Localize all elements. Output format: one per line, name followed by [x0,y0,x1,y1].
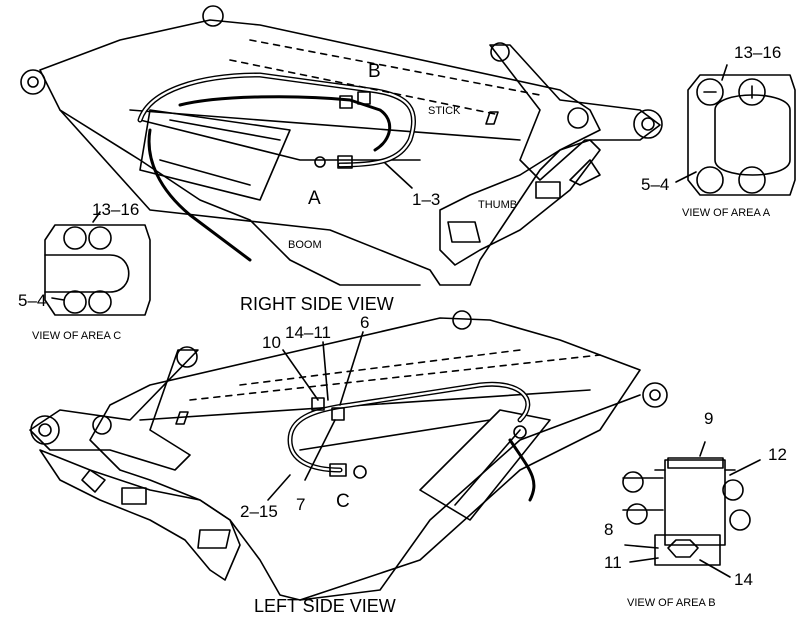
right-thumb-body [439,139,601,266]
left-boom-lower-edge [299,394,641,601]
area-c-flange [44,224,151,316]
left-boom-cylinder [419,409,551,521]
right-pin-tip [633,109,663,139]
right-pin-linkage [490,42,510,62]
right-side-view [20,5,663,286]
right-boom-lower-edge [59,109,421,286]
area-c-view [44,211,151,316]
callout-area-b-9: 9 [704,409,713,428]
callout-area-b-14: 14 [734,570,753,589]
left-pin-linkage [176,346,198,368]
part-label-boom: BOOM [288,239,322,251]
callout-area-c-5-4: 5–4 [18,291,46,310]
leader-left-2-15 [267,474,291,501]
leader-left-14-11 [322,341,329,401]
left-boom-outline [89,317,641,601]
callout-area-b-8: 8 [604,520,613,539]
area-b-nut [667,539,699,558]
right-pin-top [202,5,224,27]
callout-left-7: 7 [296,495,305,514]
caption-area-b: VIEW OF AREA B [627,597,716,609]
right-thumb-link [489,44,661,181]
leader-left-7 [304,419,336,481]
area-b-clamp [664,459,726,546]
callout-left-10: 10 [262,333,281,352]
right-boom-outline [39,19,601,286]
right-pin-left [20,69,46,95]
left-thumb-link [29,349,199,471]
callout-left-14-11: 14–11 [285,323,331,342]
leader-left-6 [339,331,364,406]
callout-right-1-3: 1–3 [412,190,440,209]
leader-right-1-3 [384,162,413,189]
callout-left-2-15: 2–15 [240,502,278,521]
area-letter-a: A [308,188,321,209]
area-letter-b: B [368,61,381,82]
callout-area-a-13-16: 13–16 [734,43,781,62]
callout-area-b-12: 12 [768,445,787,464]
left-thumb-body [39,449,241,581]
part-label-thumb: THUMB [478,199,517,211]
left-pin-top [452,310,472,330]
area-a-view [675,64,796,196]
area-b-view [622,441,761,578]
area-letter-c: C [336,491,350,512]
callout-area-b-11: 11 [604,553,622,572]
leader-left-10 [282,349,319,401]
callout-left-6: 6 [360,313,369,332]
right-boom-cylinder [139,109,291,201]
caption-area-a: VIEW OF AREA A [682,207,771,219]
left-pin-right [642,382,668,408]
part-label-stick: STICK [428,105,461,117]
caption-right-side-view: RIGHT SIDE VIEW [240,294,394,314]
caption-left-side-view: LEFT SIDE VIEW [254,596,396,616]
left-side-view [29,310,668,601]
caption-area-c: VIEW OF AREA C [32,330,121,342]
area-a-flange [687,74,796,196]
callout-area-c-13-16: 13–16 [92,200,139,219]
right-stick-line [129,109,521,161]
right-pin-thumb [567,107,589,129]
callout-area-a-5-4: 5–4 [641,175,669,194]
